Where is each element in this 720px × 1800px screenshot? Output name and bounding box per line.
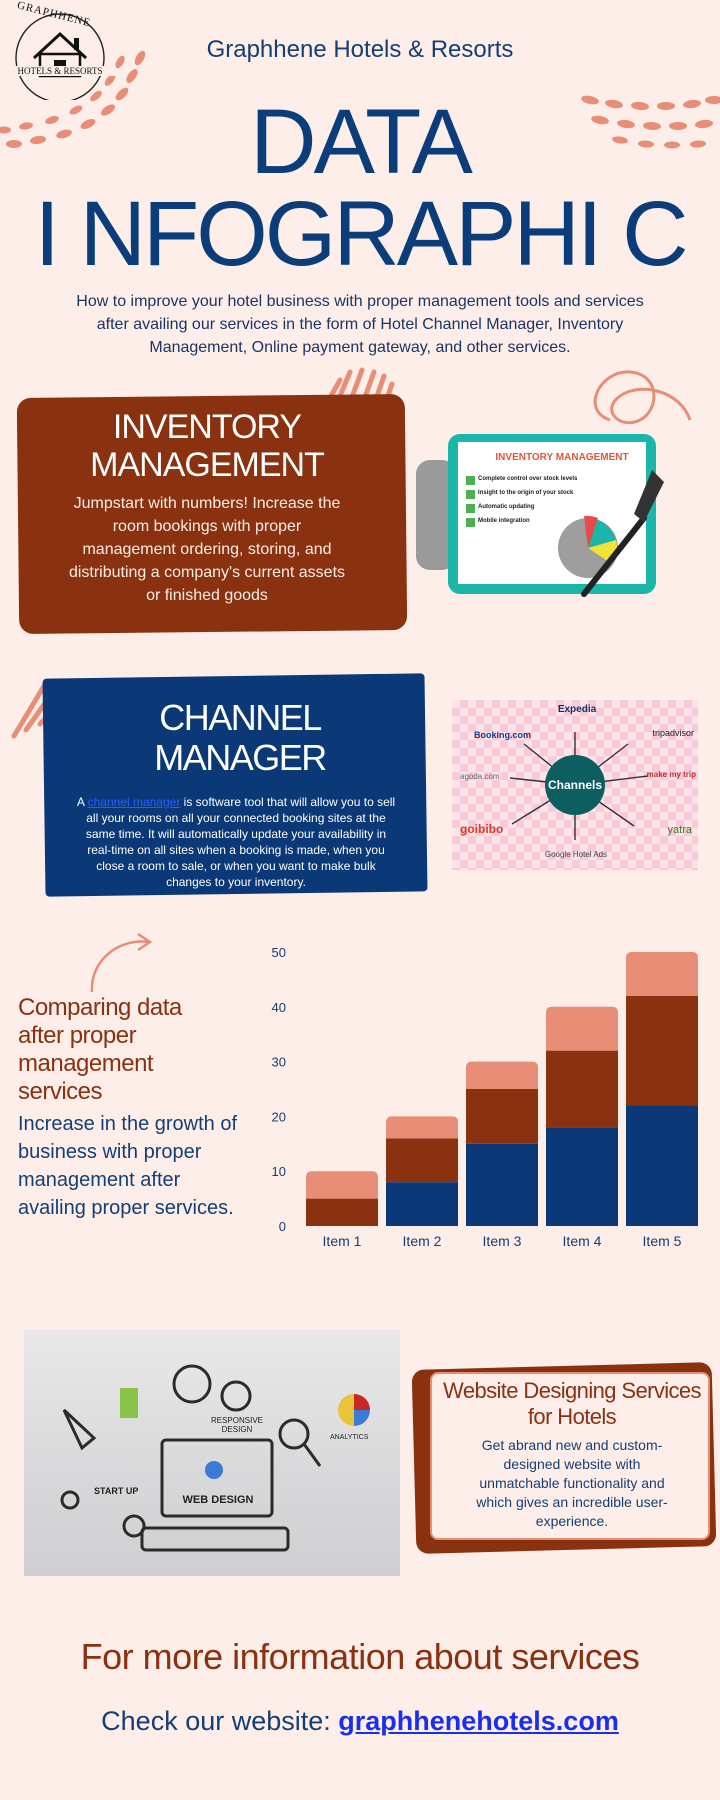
partner-booking: Booking.com	[474, 730, 532, 740]
web-image-label-webdesign: WEB DESIGN	[182, 1494, 254, 1506]
bar-segment	[386, 1116, 458, 1139]
website-card	[430, 1372, 710, 1540]
channel-text-suffix: is software tool that will allow you to …	[85, 795, 396, 889]
hero-title-line2: I NFOGRAPHI C	[34, 183, 688, 285]
web-image-label-analytics: ANALYTICS	[330, 1434, 369, 1441]
inventory-clipboard-image: INVENTORY MANAGEMENT Complete control ov…	[412, 430, 672, 610]
partner-yatra: yatra	[667, 824, 692, 836]
footer-site-label: Check our website:	[101, 1706, 339, 1736]
y-tick-label: 30	[272, 1055, 286, 1070]
clipboard-item-2: Insight to the origin of your stock	[478, 490, 574, 496]
x-tick-label: Item 2	[403, 1233, 442, 1249]
web-image-label-responsive: RESPONSIVE DESIGN	[210, 1416, 263, 1434]
website-title: Website Designing Services for Hotels	[443, 1378, 702, 1429]
partner-google-hotel-ads: Google Hotel Ads	[544, 850, 608, 859]
bar-segment	[306, 1198, 378, 1226]
x-tick-label: Item 4	[563, 1233, 602, 1249]
web-design-image: RESPONSIVE DESIGN START UP WEB DESIGN AN…	[24, 1330, 400, 1576]
channel-title: CHANNEL MANAGER	[154, 697, 327, 778]
channel-text-prefix: A	[76, 795, 88, 809]
y-tick-label: 50	[272, 945, 286, 960]
brand-title: Graphhene Hotels & Resorts	[206, 36, 514, 63]
partner-agoda: agoda.com	[460, 772, 500, 781]
website-link[interactable]: graphhenehotels.com	[338, 1706, 619, 1736]
curved-arrow-icon	[90, 932, 153, 993]
y-tick-label: 0	[279, 1219, 286, 1234]
x-tick-label: Item 1	[323, 1233, 362, 1249]
bar-segment	[626, 952, 698, 996]
partner-makemytrip: make my trip	[646, 770, 696, 779]
clipboard-item-4: Mobile integration	[478, 518, 530, 524]
bar-segment	[626, 1105, 698, 1226]
partner-goibibo: goibibo	[460, 822, 504, 836]
comparison-text: Increase in the growth of business with …	[18, 1113, 238, 1219]
y-tick-label: 20	[272, 1109, 286, 1124]
hero-title-line1: DATA	[250, 91, 473, 193]
comparison-title: Comparing data after proper management s…	[18, 994, 182, 1105]
partner-expedia: Expedia	[557, 704, 597, 715]
bar-segment	[546, 1127, 618, 1226]
y-tick-label: 10	[272, 1164, 286, 1179]
logo-text-bottom: HOTELS & RESORTS	[4, 66, 116, 76]
x-tick-label: Item 5	[643, 1233, 682, 1249]
intro-paragraph: How to improve your hotel business with …	[76, 293, 644, 356]
bar-segment	[466, 1061, 538, 1089]
clipboard-item-3: Automatic updating	[478, 504, 535, 510]
bar-segment	[386, 1182, 458, 1226]
website-text: Get abrand new and custom-designed websi…	[476, 1437, 668, 1529]
bar-segment	[546, 1006, 618, 1051]
bar-segment	[626, 995, 698, 1106]
channel-text: A channel manager is software tool that …	[74, 794, 398, 890]
y-tick-label: 40	[272, 1000, 286, 1015]
clipboard-heading: INVENTORY MANAGEMENT	[495, 452, 629, 463]
clipboard-item-1: Complete control over stock levels	[478, 476, 578, 482]
channels-diagram-image: Channels Expedia tripadvisor make my tri…	[452, 700, 698, 870]
channels-center-label: Channels	[547, 778, 602, 792]
bar-segment	[386, 1138, 458, 1183]
inventory-title: INVENTORY MANAGEMENT	[90, 408, 325, 484]
channel-manager-link[interactable]: channel manager	[87, 795, 181, 809]
footer-website: Check our website: graphhenehotels.com	[0, 1706, 720, 1737]
bar-segment	[546, 1050, 618, 1128]
bar-segment	[466, 1143, 538, 1226]
bar-segment	[306, 1171, 378, 1199]
inventory-text: Jumpstart with numbers! Increase the roo…	[68, 495, 346, 604]
partner-tripadvisor: tripadvisor	[652, 728, 694, 738]
footer-info: For more information about services	[80, 1636, 640, 1677]
bar-segment	[466, 1089, 538, 1144]
logo[interactable]: GRAPHHENE HOTELS & RESORTS	[4, 0, 116, 103]
web-image-label-startup: START UP	[94, 1486, 139, 1496]
x-tick-label: Item 3	[483, 1233, 522, 1249]
